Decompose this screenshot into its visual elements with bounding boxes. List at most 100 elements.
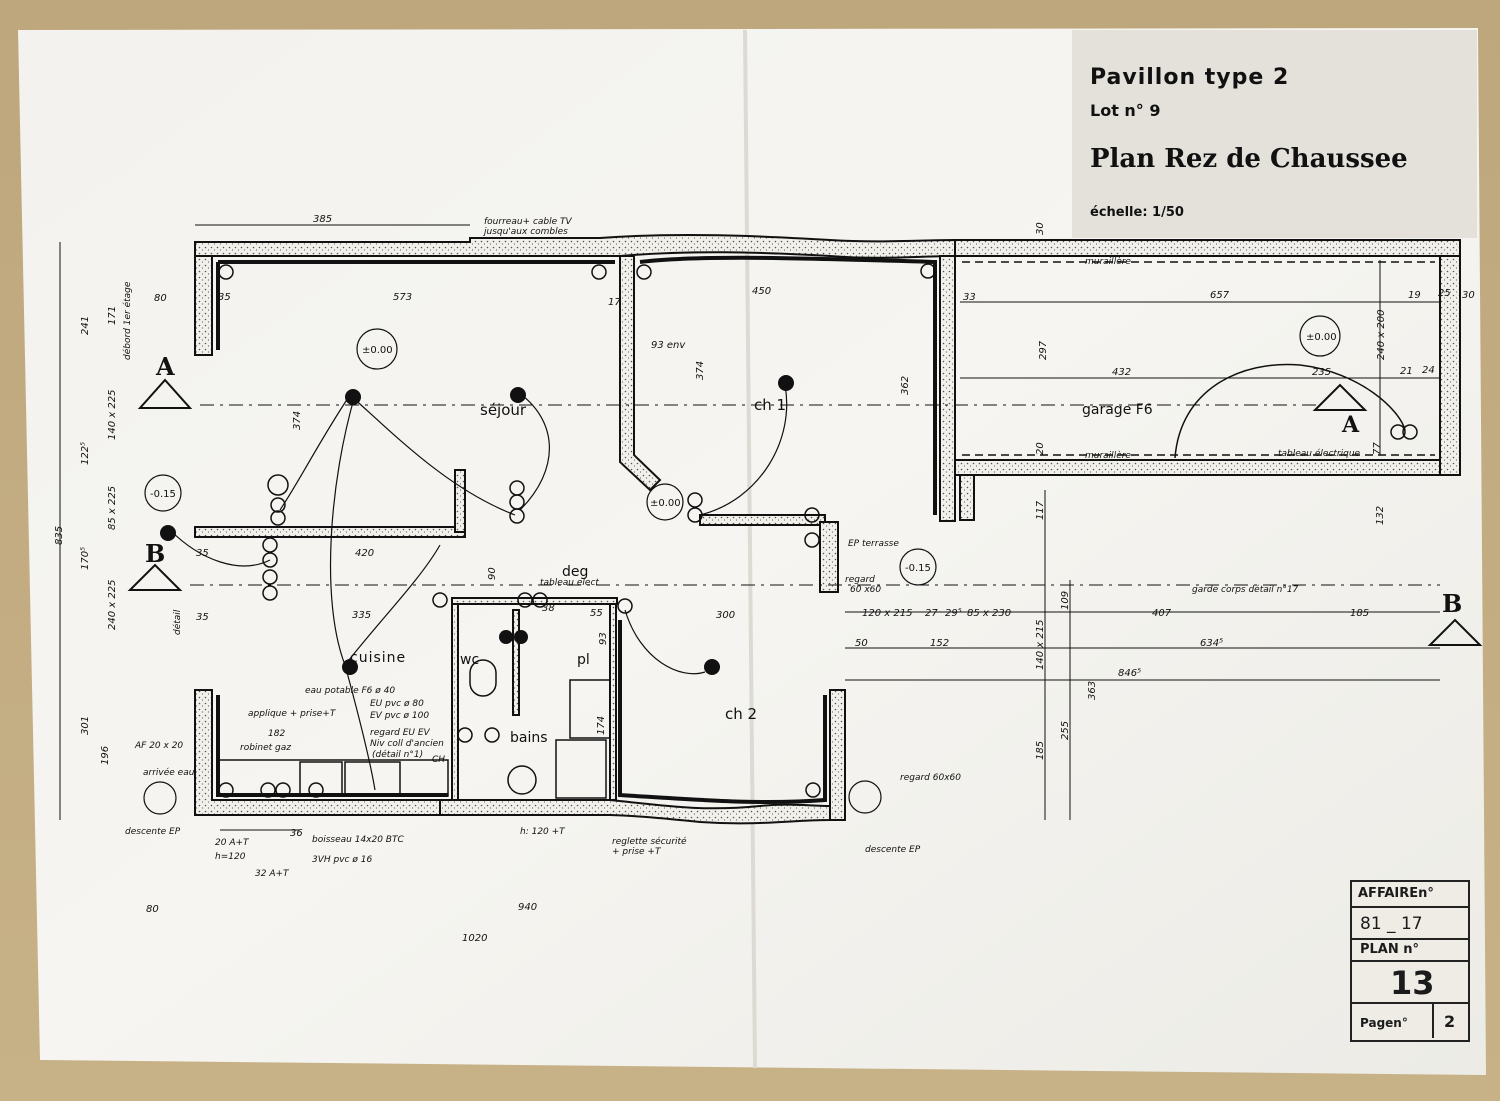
dim-297: 297 xyxy=(1038,340,1049,360)
title-scale: échelle: 1/50 xyxy=(1090,205,1184,220)
level-terrace: -0.15 xyxy=(905,563,931,574)
dim-132: 132 xyxy=(1375,506,1386,525)
dim-90: 90 xyxy=(487,567,498,580)
section-letter-b-left: B xyxy=(145,539,165,568)
section-marker-b-right xyxy=(1427,618,1483,646)
dim-120x215: 120 x 215 xyxy=(862,608,912,619)
dim-301: 301 xyxy=(80,716,91,735)
cartouche-plan-value-row: 13 xyxy=(1352,962,1468,1004)
note-muraillere-bottom: muraillère xyxy=(1085,450,1131,461)
level-circle-garage xyxy=(1299,315,1341,357)
dim-374b: 374 xyxy=(695,361,706,380)
cartouche-affaire-value: 81 _ 17 xyxy=(1360,914,1423,934)
dim-846: 846⁵ xyxy=(1118,668,1141,679)
wall-garage-bottom xyxy=(954,459,1441,476)
room-sejour: séjour xyxy=(480,401,527,419)
outlet-25 xyxy=(260,782,276,798)
dim-940: 940 xyxy=(518,902,537,913)
section-marker-a-left xyxy=(137,378,193,409)
dim-573: 573 xyxy=(393,292,412,303)
wire-sejour-3 xyxy=(329,394,356,666)
outlet-16 xyxy=(687,507,703,523)
note-eau-potable: eau potable F6 ø 40 xyxy=(305,686,395,696)
note-muraillere-top: muraillère xyxy=(1085,256,1131,267)
note-arrivee-eau: arrivée eau xyxy=(143,767,195,778)
note-garde-corps: garde corps détail n°17 xyxy=(1192,584,1299,595)
dim-235: 235 xyxy=(1312,367,1331,378)
dim-152: 152 xyxy=(930,638,949,649)
wc-bowl xyxy=(469,659,497,697)
sink xyxy=(344,761,401,795)
outlet-18 xyxy=(804,532,820,548)
dim-363: 363 xyxy=(1087,681,1098,700)
light-points xyxy=(160,375,794,675)
regard-left xyxy=(143,781,177,815)
outlet-31 xyxy=(457,727,473,743)
outlet-3 xyxy=(636,264,652,280)
paper-fold xyxy=(743,29,757,1069)
door-arc-sejour xyxy=(514,389,550,511)
wire-sejour-2 xyxy=(349,394,516,516)
room-deg: deg xyxy=(562,564,588,580)
level-circle-sejour xyxy=(356,328,398,370)
outlets xyxy=(218,263,1418,798)
dim-196: 196 xyxy=(100,746,111,765)
dim-185v: 185 xyxy=(1035,741,1046,760)
note-applique: applique + prise+T xyxy=(248,709,337,719)
wall-garage-left-stub xyxy=(959,474,975,521)
door-arc-garage xyxy=(1174,363,1406,459)
dim-385: 385 xyxy=(313,214,332,225)
dim-33: 33 xyxy=(963,292,976,303)
dim-634: 634⁵ xyxy=(1200,638,1223,649)
outlet-1 xyxy=(218,264,234,280)
note-regard-right: regard 60x60 xyxy=(900,773,961,783)
room-pl: pl xyxy=(577,652,590,668)
light-entry xyxy=(160,525,176,541)
walls xyxy=(194,233,1461,825)
closet xyxy=(569,679,611,739)
wall-terrace xyxy=(819,521,839,593)
note-vh: 3VH pvc ø 16 xyxy=(312,855,372,865)
section-marker-a-right xyxy=(1312,383,1368,411)
note-fourreau2: jusqu'aux combles xyxy=(482,227,568,237)
dim-30b: 30 xyxy=(1035,222,1046,235)
dim-38: 38 xyxy=(542,603,555,614)
stove xyxy=(299,761,343,795)
dim-93env: 93 env xyxy=(651,340,686,351)
dim-450: 450 xyxy=(752,286,771,297)
outlet-23 xyxy=(805,782,821,798)
dim-21: 21 xyxy=(1400,366,1413,377)
light-sejour-1 xyxy=(345,389,361,405)
dim-140x215: 140 x 215 xyxy=(1035,620,1046,670)
note-prise-t: + prise +T xyxy=(612,847,662,857)
outlet-20 xyxy=(517,592,533,608)
note-ep-terrasse: EP terrasse xyxy=(848,539,899,549)
dim-835: 835 xyxy=(54,526,65,545)
dim-35c: 35 xyxy=(196,612,209,623)
room-ch1: ch 1 xyxy=(754,396,786,414)
level-ext-left: -0.15 xyxy=(150,489,176,500)
room-wc: wc xyxy=(460,652,479,668)
outlet-9 xyxy=(262,552,278,568)
cartouche-page-label: Pagen° xyxy=(1360,1016,1408,1030)
wire-cuisine xyxy=(344,544,441,666)
inner-line-ch2 xyxy=(618,620,827,805)
dim-657: 657 xyxy=(1210,290,1230,301)
outlet-22 xyxy=(617,598,633,614)
note-20a: 20 A+T xyxy=(215,838,250,848)
wall-right-ch1 xyxy=(939,255,956,522)
kitchen-counter xyxy=(217,759,449,797)
level-circles xyxy=(143,315,1341,815)
outlet-30 xyxy=(484,727,500,743)
note-descente-ep-right: descente EP xyxy=(865,845,921,855)
note-niv-coll: Niv coll d'ancien xyxy=(370,739,444,749)
outlet-24 xyxy=(218,782,234,798)
dim-85x225: 85 x 225 xyxy=(107,486,118,530)
dim-93: 93 xyxy=(598,632,609,645)
dim-27: 27 xyxy=(925,608,938,619)
door-arc-ch2 xyxy=(624,609,706,675)
note-h120b: h=120 xyxy=(215,852,246,862)
outlet-8 xyxy=(262,537,278,553)
